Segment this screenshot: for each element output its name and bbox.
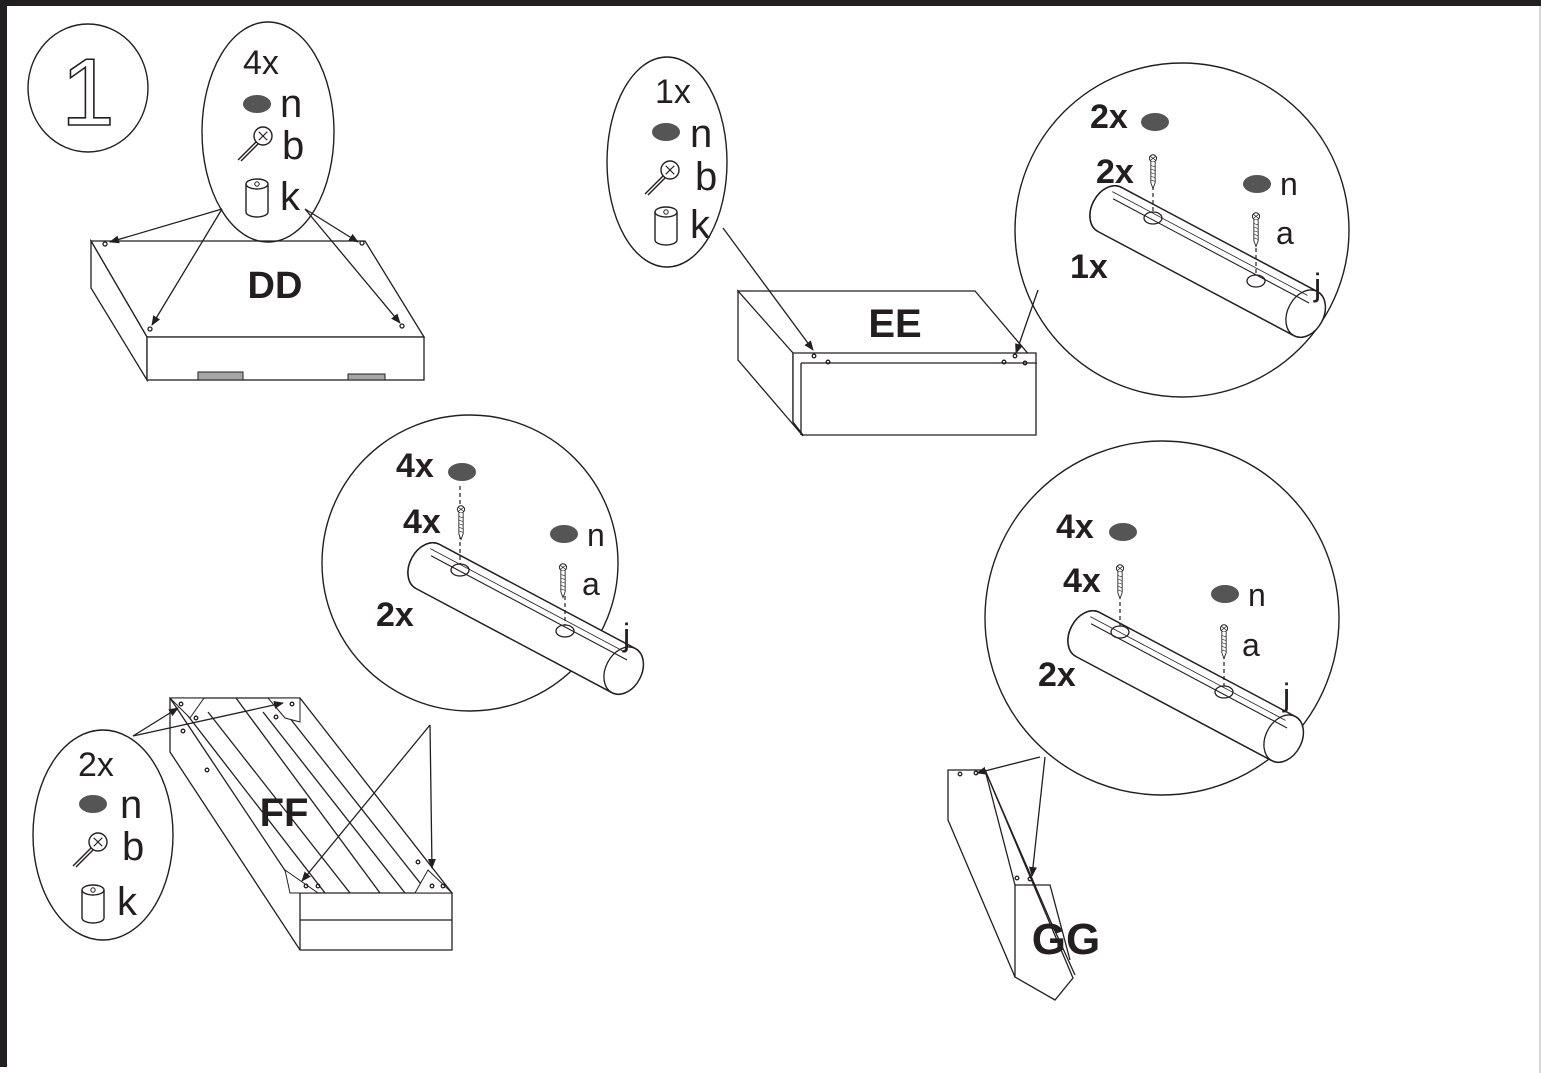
- ff-handle-qty: 2x: [376, 596, 414, 634]
- panel-dd: DD: [89, 208, 426, 383]
- dowel-icon: [237, 126, 273, 162]
- cap-icon: [1243, 175, 1271, 193]
- handle-label: j: [1282, 677, 1290, 713]
- dowel-icon: [644, 160, 680, 196]
- screw-icon: [1219, 624, 1229, 660]
- screw-icon: [1148, 154, 1158, 190]
- cam-icon: [81, 884, 105, 924]
- ee-screw-qty: 2x: [1096, 153, 1134, 191]
- detail-ee-handle: 2x 2x 1x n a j: [1014, 62, 1350, 398]
- gg-handle-qty: 2x: [1038, 656, 1076, 694]
- cap-label: n: [1280, 166, 1298, 202]
- screw-label: a: [1276, 215, 1294, 251]
- cap-label: n: [690, 112, 712, 156]
- dd-qty: 4x: [243, 44, 279, 82]
- cap-icon: [1211, 585, 1239, 603]
- gg-screw-qty: 4x: [1063, 562, 1101, 600]
- panel-dd-label: DD: [248, 265, 303, 307]
- cam-label: k: [117, 880, 138, 924]
- ee-handle-qty: 1x: [1070, 248, 1108, 286]
- panel-gg-label: GG: [1032, 915, 1100, 964]
- gg-cap-qty: 4x: [1056, 508, 1094, 546]
- ff-screw-qty: 4x: [403, 503, 441, 541]
- detail-ff-handle: 4x 4x 2x n a j: [321, 414, 653, 712]
- screw-label: a: [582, 566, 600, 602]
- panel-ee-label: EE: [868, 302, 921, 346]
- callout-ff-hardware: 2x n b k: [32, 729, 174, 941]
- screw-icon: [456, 505, 466, 541]
- dowel-label: b: [282, 124, 304, 168]
- cap-icon: [1141, 113, 1169, 131]
- cap-label: n: [587, 517, 605, 553]
- cap-label: n: [280, 82, 302, 126]
- dowel-icon: [72, 832, 108, 868]
- cap-icon: [550, 525, 578, 543]
- callout-dd-hardware: 4x n b k: [201, 21, 335, 243]
- cap-icon: [79, 795, 107, 813]
- screw-icon: [1115, 564, 1125, 600]
- screw-label: a: [1242, 627, 1260, 663]
- panel-ff-label: FF: [260, 791, 309, 835]
- cam-icon: [245, 178, 269, 218]
- ee-qty: 1x: [655, 73, 691, 111]
- cap-label: n: [1248, 577, 1266, 613]
- cap-icon: [243, 95, 271, 113]
- cap-icon: [448, 463, 476, 481]
- cap-label: n: [120, 783, 142, 827]
- ff-cap-qty: 4x: [396, 447, 434, 485]
- cam-icon: [654, 206, 678, 246]
- handle-label: j: [1313, 267, 1321, 303]
- cam-label: k: [690, 203, 711, 247]
- ee-cap-qty: 2x: [1090, 98, 1128, 136]
- step-badge: 1: [27, 23, 149, 153]
- cap-icon: [1109, 523, 1137, 541]
- dowel-label: b: [122, 825, 144, 869]
- panel-gg: GG: [947, 756, 1100, 1001]
- dowel-label: b: [695, 155, 717, 199]
- callout-ee-hardware: 1x n b k: [606, 56, 728, 268]
- ff-qty: 2x: [78, 746, 114, 784]
- panel-ee: EE: [722, 227, 1039, 437]
- handle-label: j: [622, 617, 630, 653]
- step-number: 1: [61, 39, 114, 146]
- page-edge: [1539, 6, 1541, 1073]
- cam-label: k: [280, 175, 301, 219]
- screw-icon: [1251, 212, 1261, 248]
- panel-ff: FF: [132, 697, 454, 951]
- screw-icon: [558, 563, 568, 599]
- detail-gg-handle: 4x 4x 2x n a j: [984, 440, 1340, 796]
- cap-icon: [652, 123, 680, 141]
